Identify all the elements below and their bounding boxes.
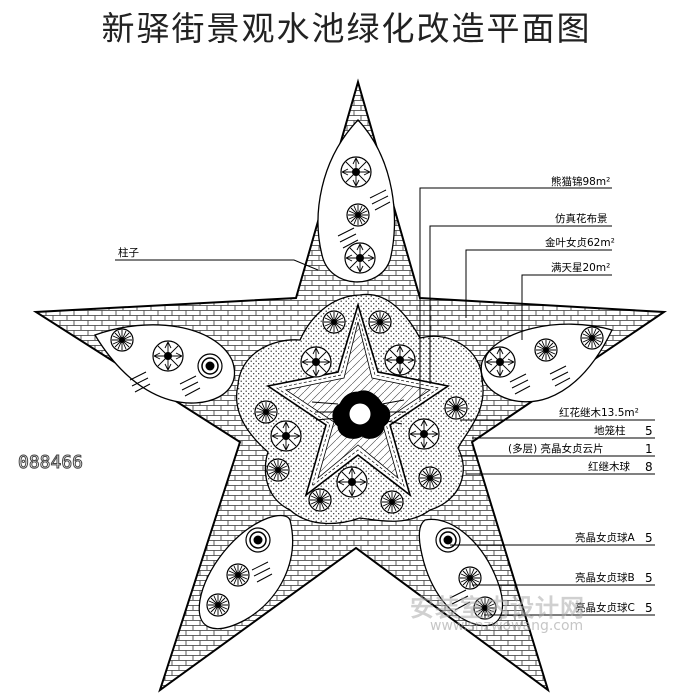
- label-golden-privet: 金叶女贞62m²: [545, 236, 615, 249]
- label-panda: 熊猫锦98m²: [551, 175, 610, 188]
- qty-ground-lamp: 5: [645, 424, 653, 438]
- planting-bed-right: [480, 323, 613, 403]
- label-artificial-flower: 仿真花布景: [555, 212, 608, 225]
- label-privet-ball-b: 亮晶女贞球B: [575, 571, 635, 584]
- label-privet-cloud: (多层) 亮晶女贞云片: [508, 442, 604, 455]
- qty-loropetalum-ball: 8: [645, 460, 653, 474]
- qty-privet-ball-c: 5: [645, 601, 653, 615]
- label-pillar: 柱子: [118, 246, 139, 259]
- qty-privet-ball-a: 5: [645, 531, 653, 545]
- label-loropetalum-ball: 红继木球: [588, 460, 630, 473]
- planting-bed-top: [317, 119, 396, 283]
- label-ground-lamp: 地笼柱: [594, 424, 626, 437]
- label-loropetalum: 红花继木13.5m²: [559, 406, 639, 419]
- drawing-code: 088466: [17, 452, 84, 474]
- qty-privet-ball-b: 5: [645, 571, 653, 585]
- qty-privet-cloud: 1: [645, 442, 653, 456]
- label-babysbreath: 满天星20m²: [551, 262, 610, 274]
- watermark-url: www.snzwowang.com: [430, 618, 584, 634]
- label-privet-ball-a: 亮晶女贞球A: [575, 531, 635, 544]
- watermark-text: 安装室内设计网: [410, 594, 585, 622]
- drawing-title: 新驿街景观水池绿化改造平面图: [101, 9, 592, 48]
- label-privet-ball-c: 亮晶女贞球C: [575, 601, 635, 614]
